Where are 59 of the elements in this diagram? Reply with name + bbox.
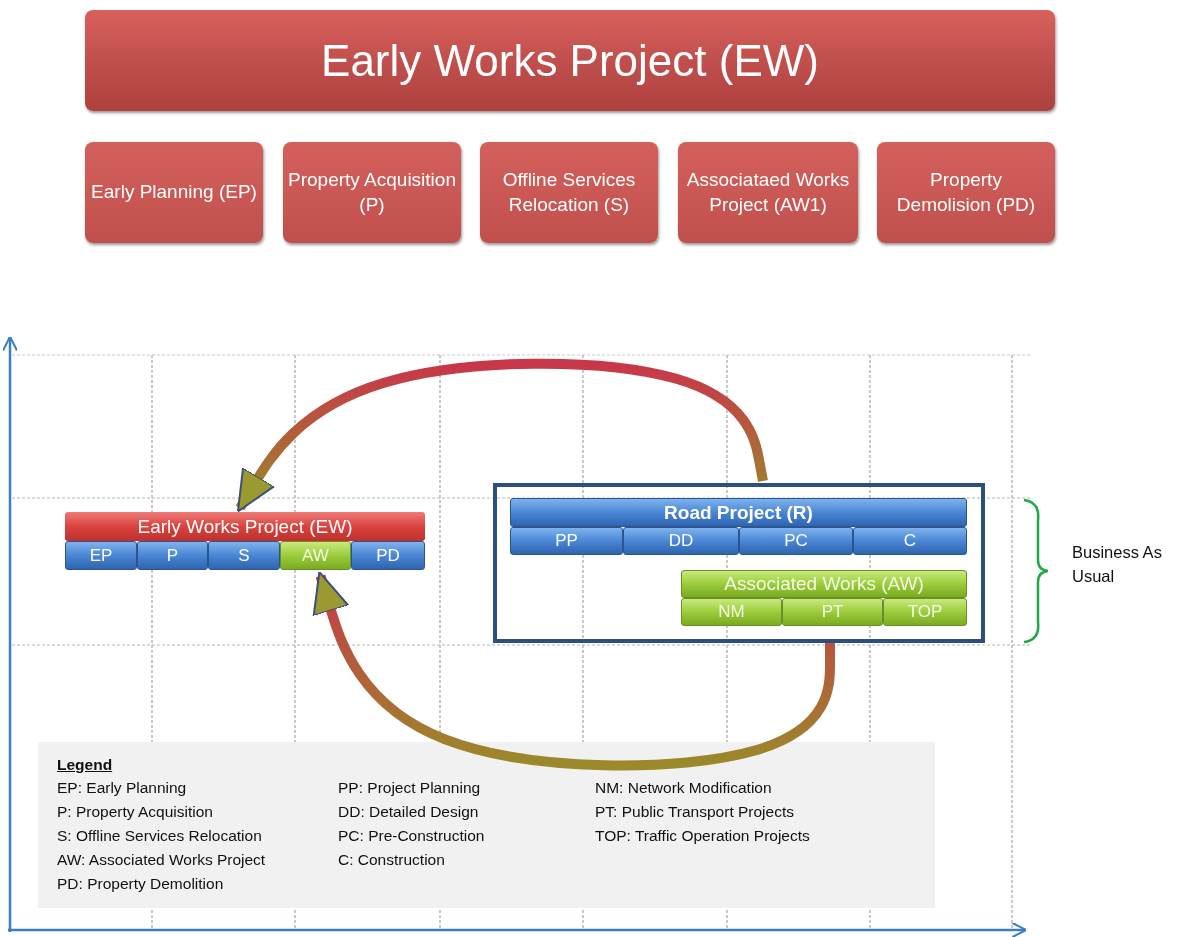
side-note: Business As Usual [1072, 542, 1163, 587]
legend-entry: PC: Pre-Construction [338, 827, 485, 845]
legend-entry: DD: Detailed Design [338, 803, 479, 821]
curved-arrow [312, 571, 835, 771]
phase-box [85, 142, 263, 243]
legend-entry: NM: Network Modification [595, 779, 772, 797]
node-label: PC [784, 531, 808, 551]
node-label: PD [376, 545, 400, 566]
legend-entry: C: Construction [338, 851, 445, 869]
node-label: S [238, 545, 250, 566]
node-label: Early Works Project (EW) [137, 515, 353, 538]
node-label: Property Demolision (PD) [895, 167, 1037, 217]
frame-box [493, 483, 985, 643]
node-label: Associataed Works Project (AW1) [685, 167, 851, 217]
node-label: PT [821, 602, 844, 622]
phase-bar [681, 598, 782, 626]
legend-entry: EP: Early Planning [57, 779, 187, 797]
node-label: Offline Services Relocation (S) [501, 167, 637, 217]
node-label: Early Planning (EP) [91, 180, 257, 205]
phase-bar [853, 527, 967, 555]
phase-bar [137, 541, 208, 570]
phase-bar [510, 498, 967, 527]
project-bar [65, 512, 425, 541]
curved-arrow [235, 358, 768, 513]
node-label: PP [555, 531, 578, 551]
node-label: Associated Works (AW) [724, 573, 924, 595]
legend-entry: PT: Public Transport Projects [595, 803, 794, 821]
phase-bar [351, 541, 425, 570]
legend-entry: PP: Project Planning [338, 779, 481, 797]
phase-box [678, 142, 858, 243]
legend-entry: PD: Property Demolition [57, 875, 224, 893]
phase-bar [681, 570, 967, 598]
phase-bar [883, 598, 967, 626]
node-label: AW [302, 545, 329, 566]
phase-box [877, 142, 1055, 243]
phase-bar [782, 598, 883, 626]
phase-bar [280, 541, 351, 570]
legend-entry: AW: Associated Works Project [57, 851, 266, 869]
phase-bar [623, 527, 739, 555]
node-label: TOP [907, 602, 943, 622]
legend-entry: TOP: Traffic Operation Projects [595, 827, 810, 845]
node-label: Road Project (R) [664, 501, 813, 524]
node-label: Early Works Project (EW) [321, 35, 819, 86]
node-label: NM [718, 602, 745, 622]
phase-bar [65, 541, 137, 570]
phase-bar [208, 541, 280, 570]
node-label: P [166, 545, 179, 566]
legend-heading: Legend [57, 756, 113, 774]
phase-bar [510, 527, 623, 555]
phase-box [283, 142, 461, 243]
node-label: EP [89, 545, 113, 566]
node-label: DD [668, 531, 694, 551]
legend-entry: P: Property Acquisition [57, 803, 213, 821]
title-banner [85, 10, 1055, 111]
legend-entry: S: Offline Services Relocation [57, 827, 262, 845]
node-label: C [903, 531, 917, 551]
phase-bar [739, 527, 853, 555]
phase-box [480, 142, 658, 243]
node-label: Property Acquisition (P) [287, 167, 457, 217]
